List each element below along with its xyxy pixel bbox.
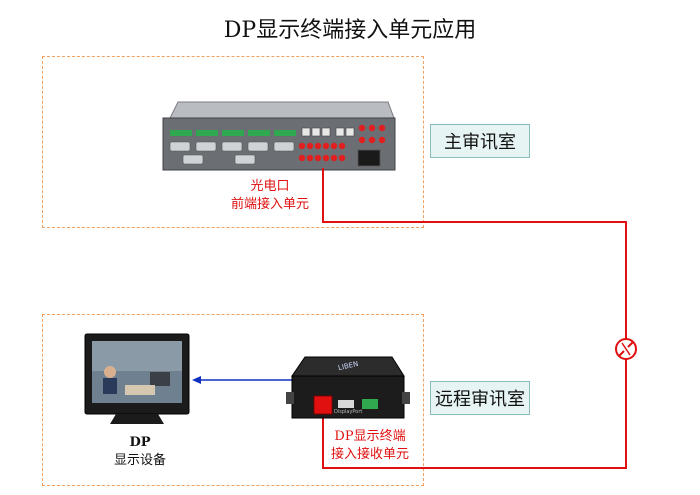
receiver-unit-label-line2: 接入接收单元	[330, 447, 409, 462]
fiber-link-icon	[615, 338, 637, 360]
optical-unit-label: 光电口 前端接入单元	[210, 178, 330, 214]
optical-front-unit-device	[162, 101, 396, 171]
dp-display-monitor	[84, 333, 190, 424]
main-room-zone	[42, 56, 424, 228]
dp-receiver-device	[286, 356, 410, 419]
remote-room-zone	[42, 314, 424, 486]
remote-room-label: 远程审讯室	[430, 381, 530, 415]
dp-display-label-line2: 显示设备	[113, 453, 166, 468]
fiber-link-line	[322, 168, 627, 469]
main-room-label: 主审讯室	[430, 124, 530, 158]
displayport-port-label: DisplayPort	[334, 409, 363, 415]
dp-display-label-line1: DP	[129, 435, 151, 450]
dp-display-label: DP 显示设备	[90, 434, 190, 470]
optical-unit-label-line1: 光电口	[250, 179, 290, 194]
receiver-unit-label: DP显示终端 接入接收单元	[310, 428, 430, 464]
optical-unit-label-line2: 前端接入单元	[230, 197, 309, 212]
diagram-title: DP显示终端接入单元应用	[223, 18, 477, 43]
dp-signal-arrow	[192, 376, 298, 384]
receiver-unit-label-line1: DP显示终端	[334, 429, 406, 444]
